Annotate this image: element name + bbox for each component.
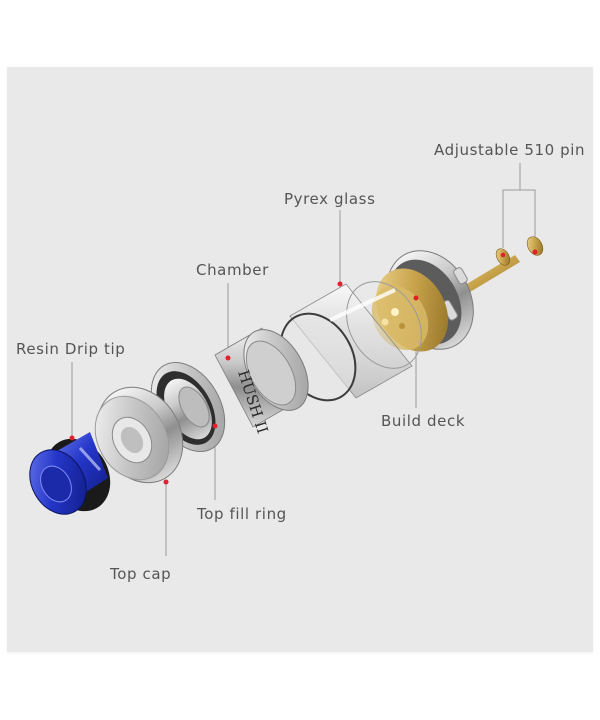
chamber-part: HUSH II	[214, 327, 309, 436]
leader-lines	[71, 163, 536, 556]
label-resin-drip-tip: Resin Drip tip	[16, 340, 126, 358]
label-top-fill-ring: Top fill ring	[197, 505, 287, 523]
tank-assembly: HUSH II	[29, 236, 544, 515]
label-chamber: Chamber	[196, 261, 269, 279]
resin-drip-tip-part	[29, 432, 111, 515]
label-build-deck: Build deck	[381, 412, 466, 430]
label-top-cap: Top cap	[110, 565, 172, 583]
top-cap-part	[94, 386, 184, 485]
label-adjustable-510-pin: Adjustable 510 pin	[434, 141, 586, 159]
label-pyrex-glass: Pyrex glass	[284, 190, 376, 208]
